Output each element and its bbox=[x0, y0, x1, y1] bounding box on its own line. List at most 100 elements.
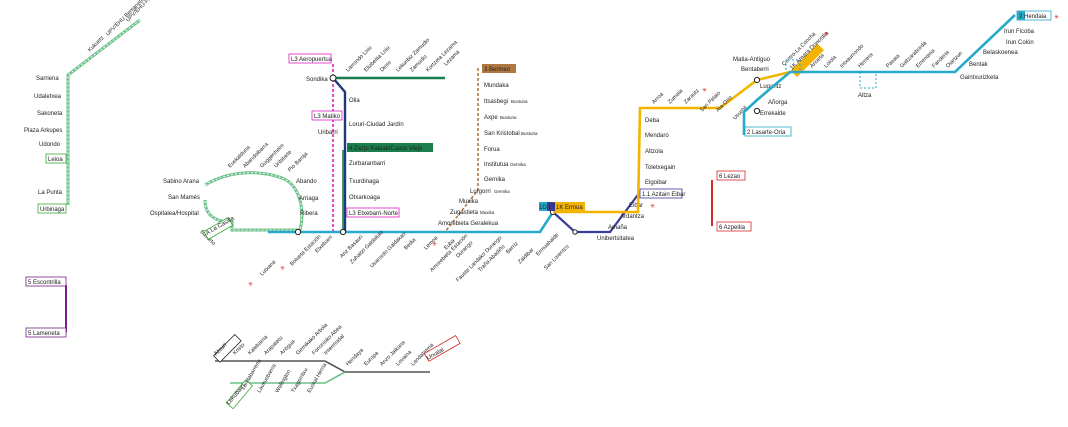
label-itsasbegi: Itsasbegi bbox=[484, 99, 508, 105]
box-azpeitia[interactable] bbox=[716, 221, 752, 232]
label-forua: Forua bbox=[484, 147, 500, 153]
label-hendaya: Hendaya bbox=[345, 347, 365, 367]
label-lurgorri-sub: Gernika bbox=[494, 189, 510, 194]
label-bedia: Bedia bbox=[403, 237, 418, 252]
node-ariz[interactable] bbox=[339, 228, 347, 236]
label-bentaberri: Bentaberri bbox=[741, 67, 769, 73]
badge-1t[interactable] bbox=[547, 202, 555, 211]
node-etxebarri[interactable] bbox=[294, 228, 302, 236]
badge-hendaia bbox=[1017, 11, 1025, 20]
label-gernika: Gernika bbox=[484, 177, 506, 183]
box-lameneta[interactable] bbox=[25, 327, 67, 338]
label-ardantza: Ardantza bbox=[620, 214, 645, 220]
box-etxebarri-norte[interactable] bbox=[346, 207, 400, 218]
label-matiko: L3 Matiko bbox=[314, 114, 341, 120]
label-san-mames: San Mamés bbox=[168, 195, 200, 201]
label-galtzaraborda: Galtzaraborda bbox=[899, 40, 929, 70]
box-lekubarri[interactable] bbox=[225, 379, 254, 410]
label-1d: 1D bbox=[539, 205, 547, 211]
label-uribarri: Uribarri bbox=[318, 130, 338, 136]
box-matiko[interactable] bbox=[311, 110, 343, 121]
label-europa: Europa bbox=[363, 350, 380, 367]
label-lurgorri: Lurgorri bbox=[470, 189, 491, 195]
box-lasarte[interactable] bbox=[744, 126, 792, 137]
label-azpeitia: 6 Azpeitia bbox=[719, 225, 746, 231]
node-sondika[interactable] bbox=[329, 74, 337, 82]
label-herrera: Herrera bbox=[857, 51, 875, 69]
label-berriz: Berriz bbox=[505, 241, 520, 256]
node-errekalde[interactable] bbox=[753, 107, 761, 115]
label-1k-ermua: 1K Ermua bbox=[556, 205, 583, 211]
label-1t: 1T bbox=[548, 205, 555, 211]
label-euskal-herria: Euskal Herria bbox=[307, 362, 329, 394]
label-zarautz: Zarautz bbox=[683, 88, 701, 106]
label-udondo: Udondo bbox=[39, 142, 61, 148]
box-azitain[interactable] bbox=[639, 188, 683, 199]
label-arriaga: Arriaga bbox=[299, 196, 319, 202]
label-ospitalea: Ospitalea/Hospital bbox=[150, 211, 199, 217]
label-wallington: Wallington bbox=[275, 369, 293, 394]
label-mendaro: Mendaro bbox=[645, 133, 669, 139]
label-matia: Matia-Antiguo bbox=[733, 57, 771, 63]
line-yellow bbox=[553, 70, 791, 214]
label-irun-colon: Irun Colón bbox=[1006, 40, 1034, 46]
hendaia-asterisk: ✳ bbox=[1054, 14, 1059, 21]
label-otxarkoaga: Otxarkoaga bbox=[349, 195, 381, 201]
box-escontrilla[interactable] bbox=[25, 276, 67, 287]
box-amara[interactable] bbox=[790, 43, 824, 77]
label-aeropuertua: L3 Aeropuertua bbox=[291, 57, 333, 63]
box-leioa[interactable] bbox=[45, 153, 67, 164]
label-eibar: Eibar bbox=[629, 203, 643, 209]
label-udaletxea: Udaletxea bbox=[34, 94, 62, 100]
label-irun-ficoba: Irun Ficoba bbox=[1004, 29, 1035, 35]
label-sondika: Sondika bbox=[306, 77, 328, 83]
label-sakoneta: Sakoneta bbox=[37, 111, 63, 117]
line-black-tram bbox=[215, 360, 430, 373]
badge-1k-ermua[interactable] bbox=[555, 202, 585, 211]
box-zazpi-kaleak[interactable] bbox=[347, 143, 433, 152]
label-elgoibar: Elgoibar bbox=[645, 180, 667, 186]
box-la-casilla[interactable] bbox=[203, 216, 234, 240]
label-amorebieta-geralekua: Amorebieta Geralekua bbox=[438, 221, 499, 227]
amorebieta-asterisk: ✳ bbox=[432, 241, 437, 248]
label-errekalde: Errekalde bbox=[760, 111, 786, 117]
label-institutua-sub: Gernika bbox=[510, 162, 526, 167]
label-lutxana: Lutxana bbox=[259, 259, 278, 278]
label-abando: Abando bbox=[296, 179, 317, 185]
label-sankristobal-sub: Busturia bbox=[521, 131, 538, 136]
label-ribera: Ribera bbox=[300, 211, 318, 217]
box-bermeo[interactable] bbox=[482, 64, 516, 73]
loop-altza bbox=[859, 72, 877, 89]
label-derio: Derio bbox=[379, 60, 393, 74]
box-lezao[interactable] bbox=[716, 170, 746, 181]
label-zurbaranbarri: Zurbaranbarri bbox=[349, 161, 385, 167]
badge-1d[interactable] bbox=[539, 202, 547, 211]
label-deba: Deba bbox=[645, 118, 660, 124]
line-mint-loop bbox=[203, 171, 304, 232]
label-axpe-sub: Busturia bbox=[500, 115, 517, 120]
box-aeropuertua[interactable] bbox=[288, 53, 332, 64]
label-azitain: 1.1 Azitain Eibar bbox=[642, 192, 685, 198]
label-zugastieta-sub: Muxika bbox=[480, 210, 495, 215]
label-axpe: Axpe bbox=[484, 115, 498, 121]
label-loruri: Loruri-Ciudad Jardín bbox=[349, 122, 404, 128]
label-leioa: Leioa bbox=[48, 157, 63, 163]
label-muxika: Muxika bbox=[459, 199, 479, 205]
lutxana-asterisk: ✳ bbox=[248, 281, 253, 288]
label-kukuetz: Kukuetz bbox=[87, 35, 105, 53]
node-lugaritz[interactable] bbox=[753, 76, 761, 84]
label-altzola: Altzola bbox=[645, 149, 664, 155]
label-sarriena: Sarriena bbox=[36, 76, 59, 82]
box-urbinaga[interactable] bbox=[37, 203, 67, 214]
box-atxuri[interactable] bbox=[212, 333, 242, 363]
label-sabino-arana: Sabino Arana bbox=[163, 179, 200, 185]
box-urxalai[interactable] bbox=[423, 334, 461, 362]
node-unibertsitatea[interactable] bbox=[572, 229, 578, 235]
label-zaldibar: Zaldibar bbox=[517, 247, 535, 265]
label-belaskoenea: Belaskoenea bbox=[983, 50, 1018, 56]
label-zazpi-kaleak: 4 Zazpi Kaleak/Casco Viejo bbox=[349, 146, 423, 152]
line-cyan-main bbox=[268, 211, 555, 234]
label-mundaka: Mundaka bbox=[484, 83, 509, 89]
